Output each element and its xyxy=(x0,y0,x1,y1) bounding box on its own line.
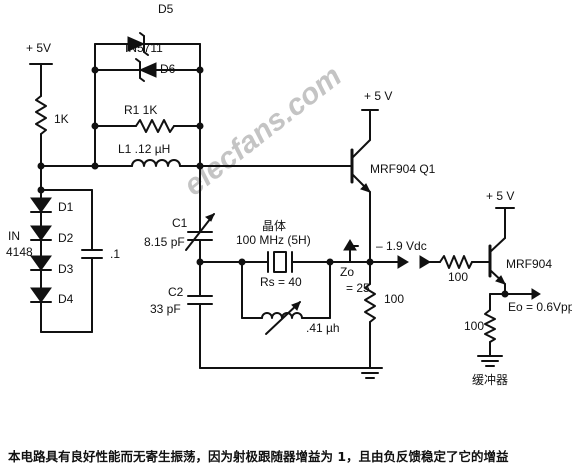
zo-value: = 25 xyxy=(346,281,370,295)
capacitor-c2-label: C2 xyxy=(168,285,184,299)
crystal-freq: 100 MHz (5H) xyxy=(236,233,311,247)
ground-main xyxy=(40,331,383,379)
diode-d6-label: D6 xyxy=(160,62,176,76)
capacitor-c1-label: C1 xyxy=(172,216,188,230)
transistor-q1: + 5 V MRF904 Q1 xyxy=(350,89,436,193)
transistor-q2-label: MRF904 xyxy=(506,257,552,271)
diode-d2-label: D2 xyxy=(58,231,74,245)
diode-d6: D6 xyxy=(94,58,201,82)
crystal-name: 晶体 xyxy=(262,219,286,233)
capacitor-bypass: .1 xyxy=(40,189,120,333)
supply-left-label: + 5V xyxy=(26,41,51,55)
inductor-l1: L1 .12 µH xyxy=(40,142,353,167)
caption: 本电路具有良好性能而无寄生振荡，因为射极跟随器增益为 1，且由负反馈稳定了它的增… xyxy=(8,449,509,464)
supply-buffer-label: + 5 V xyxy=(486,189,514,203)
zo-label: Zo xyxy=(340,265,354,279)
resistor-r1-label: R1 1K xyxy=(124,103,157,117)
transistor-q2: + 5 V MRF904 xyxy=(486,189,552,295)
diode-d4-label: D4 xyxy=(58,292,74,306)
resistor-buffer: 100 xyxy=(464,293,506,357)
diode-d3-label: D3 xyxy=(58,262,74,276)
buffer-input: 100 xyxy=(419,255,491,284)
capacitor-bypass-label: .1 xyxy=(110,247,120,261)
diode-d1-label: D1 xyxy=(58,200,74,214)
resistor-1k-label: 1K xyxy=(54,112,69,126)
output-voltage-label: Eo = 0.6Vpp xyxy=(508,300,572,314)
resistor-emitter-label: 100 xyxy=(384,292,404,306)
resistor-series-label: 100 xyxy=(448,270,468,284)
capacitor-c2-value: 33 pF xyxy=(150,302,181,316)
resistor-buffer-label: 100 xyxy=(464,319,484,333)
capacitor-c1-value: 8.15 pF xyxy=(144,235,185,249)
capacitor-c1: C1 8.15 pF xyxy=(144,199,215,263)
supply-left: + 5V xyxy=(26,41,53,97)
diode-d5-d6-part: IN5711 xyxy=(125,41,163,55)
diode-d5: D5 xyxy=(94,2,201,56)
inductor-trim: .41 µh xyxy=(241,261,340,335)
supply-q1-label: + 5 V xyxy=(364,89,392,103)
ground-buffer: 缓冲器 xyxy=(472,355,508,387)
capacitor-c2: C2 33 pF xyxy=(150,261,213,369)
voltage-probe-label: – 1.9 Vdc xyxy=(376,239,427,253)
crystal-rs: Rs = 40 xyxy=(260,275,302,289)
resistor-1k: 1K xyxy=(35,95,69,167)
watermark: elecfans.com xyxy=(178,59,348,202)
voltage-probe: – 1.9 Vdc xyxy=(341,239,427,263)
crystal: 晶体 100 MHz (5H) Rs = 40 xyxy=(236,219,331,289)
diode-part-label-a: IN xyxy=(8,229,20,243)
diode-stack: D1 D2 D3 D4 IN 4148 xyxy=(6,189,74,333)
resistor-r1: R1 1K xyxy=(94,103,201,133)
transistor-q1-label: MRF904 Q1 xyxy=(370,162,436,176)
diode-d5-label: D5 xyxy=(158,2,174,16)
inductor-l1-label: L1 .12 µH xyxy=(118,142,170,156)
resistor-emitter: 100 xyxy=(364,261,404,369)
inductor-trim-label: .41 µh xyxy=(306,321,340,335)
buffer-label: 缓冲器 xyxy=(472,372,508,387)
diode-part-label-b: 4148 xyxy=(6,245,33,259)
